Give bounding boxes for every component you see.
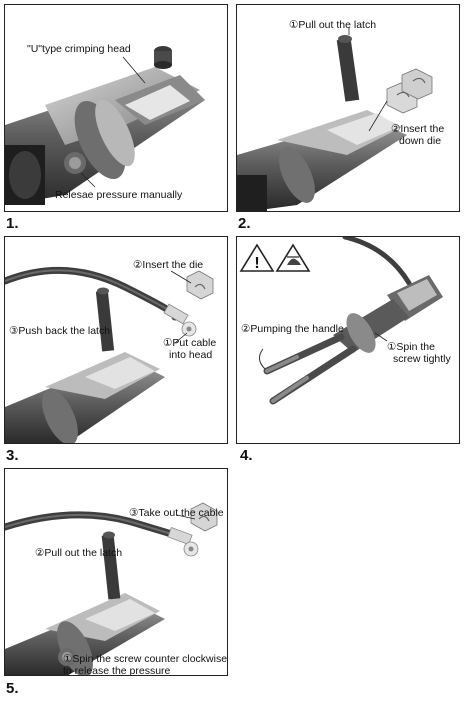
leader-line bbox=[374, 332, 388, 342]
svg-text:!: ! bbox=[254, 255, 259, 272]
spin-ccw-label-line2: to release the pressure bbox=[63, 665, 171, 676]
warning-triangle-icon: ! bbox=[239, 243, 275, 272]
release-label: Relesae pressure manually bbox=[55, 189, 183, 201]
put-cable-label-line2: into head bbox=[169, 349, 213, 361]
leader-line bbox=[176, 514, 196, 520]
pumping-handle-label: ②Pumping the handle bbox=[241, 323, 344, 335]
step-number: 1. bbox=[6, 215, 19, 232]
insert-die-illustration bbox=[237, 27, 433, 211]
hand-crush-warning-icon bbox=[275, 243, 311, 272]
step-number: 4. bbox=[240, 447, 253, 464]
step-5-panel: ③Take out the cable ②Pull out the latch … bbox=[4, 468, 228, 676]
crimping-head-illustration bbox=[5, 46, 205, 205]
spin-screw-label-line2: screw tightly bbox=[393, 353, 451, 365]
pull-latch-label: ②Pull out the latch bbox=[35, 547, 123, 559]
step-number: 5. bbox=[6, 680, 19, 697]
push-latch-label: ③Push back the latch bbox=[9, 325, 111, 337]
insert-die-label-line1: ②Insert the bbox=[391, 123, 445, 135]
insert-die-label: ②Insert the die bbox=[133, 259, 204, 271]
insert-cable-illustration bbox=[5, 266, 214, 443]
step-number: 2. bbox=[238, 215, 251, 232]
leader-line bbox=[368, 100, 388, 132]
leader-line bbox=[170, 270, 192, 284]
step-number: 3. bbox=[6, 447, 19, 464]
pumping-handle-illustration: ! bbox=[239, 237, 443, 405]
step-1-panel: "U"type crimping head Relesae pressure m… bbox=[4, 4, 228, 212]
take-out-cable-label: ③Take out the cable bbox=[129, 507, 224, 519]
spin-screw-label-line1: ①Spin the bbox=[387, 341, 435, 353]
step-3-panel: ②Insert the die ③Push back the latch ①Pu… bbox=[4, 236, 228, 444]
spin-ccw-label-line1: ①Spin the screw counter clockwise bbox=[63, 653, 228, 665]
leader-line bbox=[80, 172, 96, 188]
step-4-panel: ! ②Pumping the handle ①Spin the screw ti… bbox=[236, 236, 460, 444]
head-label: "U"type crimping head bbox=[27, 43, 131, 55]
leader-line bbox=[174, 332, 188, 344]
pull-latch-label: ①Pull out the latch bbox=[289, 19, 377, 31]
insert-die-label-line2: down die bbox=[399, 135, 442, 147]
leader-line bbox=[122, 56, 146, 84]
put-cable-label-line1: ①Put cable bbox=[163, 337, 217, 349]
step-2-panel: ①Pull out the latch ②Insert the down die bbox=[236, 4, 460, 212]
take-out-cable-illustration bbox=[5, 502, 218, 675]
